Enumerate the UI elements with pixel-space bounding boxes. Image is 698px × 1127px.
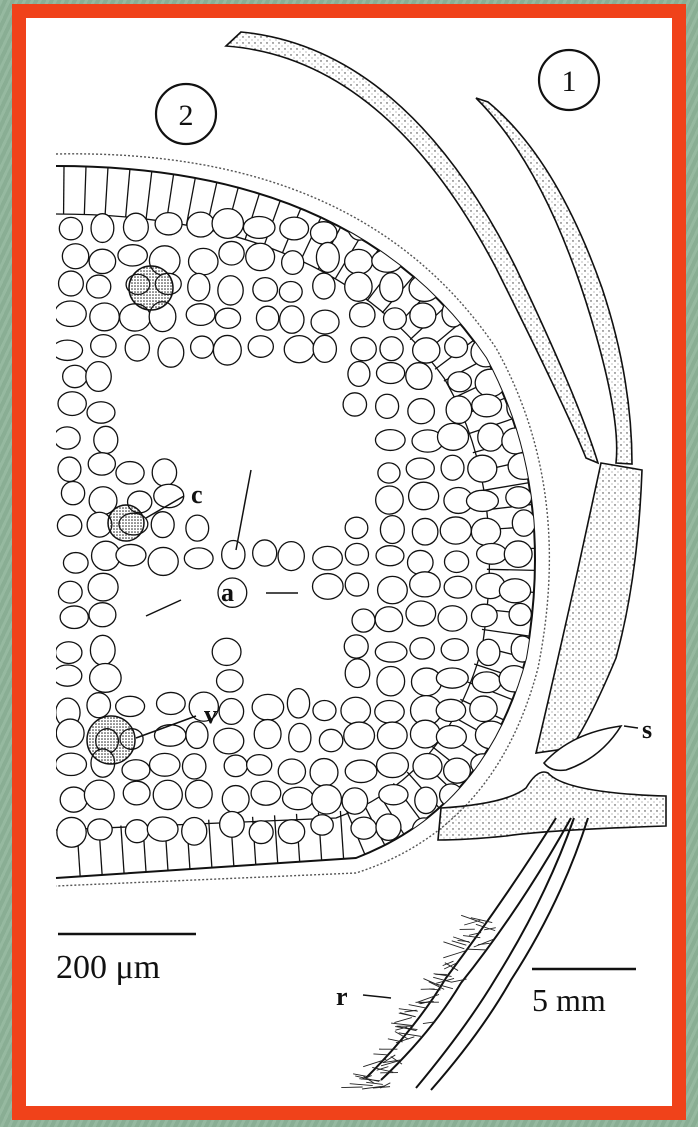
scale-label-200um: 200 μm: [56, 949, 160, 986]
label-r: r: [336, 982, 348, 1011]
scale-label-5mm: 5 mm: [532, 982, 606, 1018]
label-c: c: [191, 480, 203, 509]
dark-cell: [129, 266, 173, 310]
dark-cell-v: [87, 716, 135, 764]
label-a: a: [221, 578, 234, 607]
label-s: s: [642, 715, 652, 744]
figure-frame: c a v 2 200 μm s r 1 5 m: [12, 4, 686, 1120]
panel-2-number: 2: [179, 99, 194, 132]
rhizome: [438, 772, 666, 840]
leaf-blade-outer: [226, 32, 598, 463]
leaf-sheath: [536, 463, 642, 753]
label-v: v: [204, 700, 217, 729]
dark-cell-c: [108, 505, 144, 541]
botanical-illustration: c a v 2 200 μm s r 1 5 m: [26, 18, 672, 1106]
panel-1-number: 1: [562, 65, 577, 98]
